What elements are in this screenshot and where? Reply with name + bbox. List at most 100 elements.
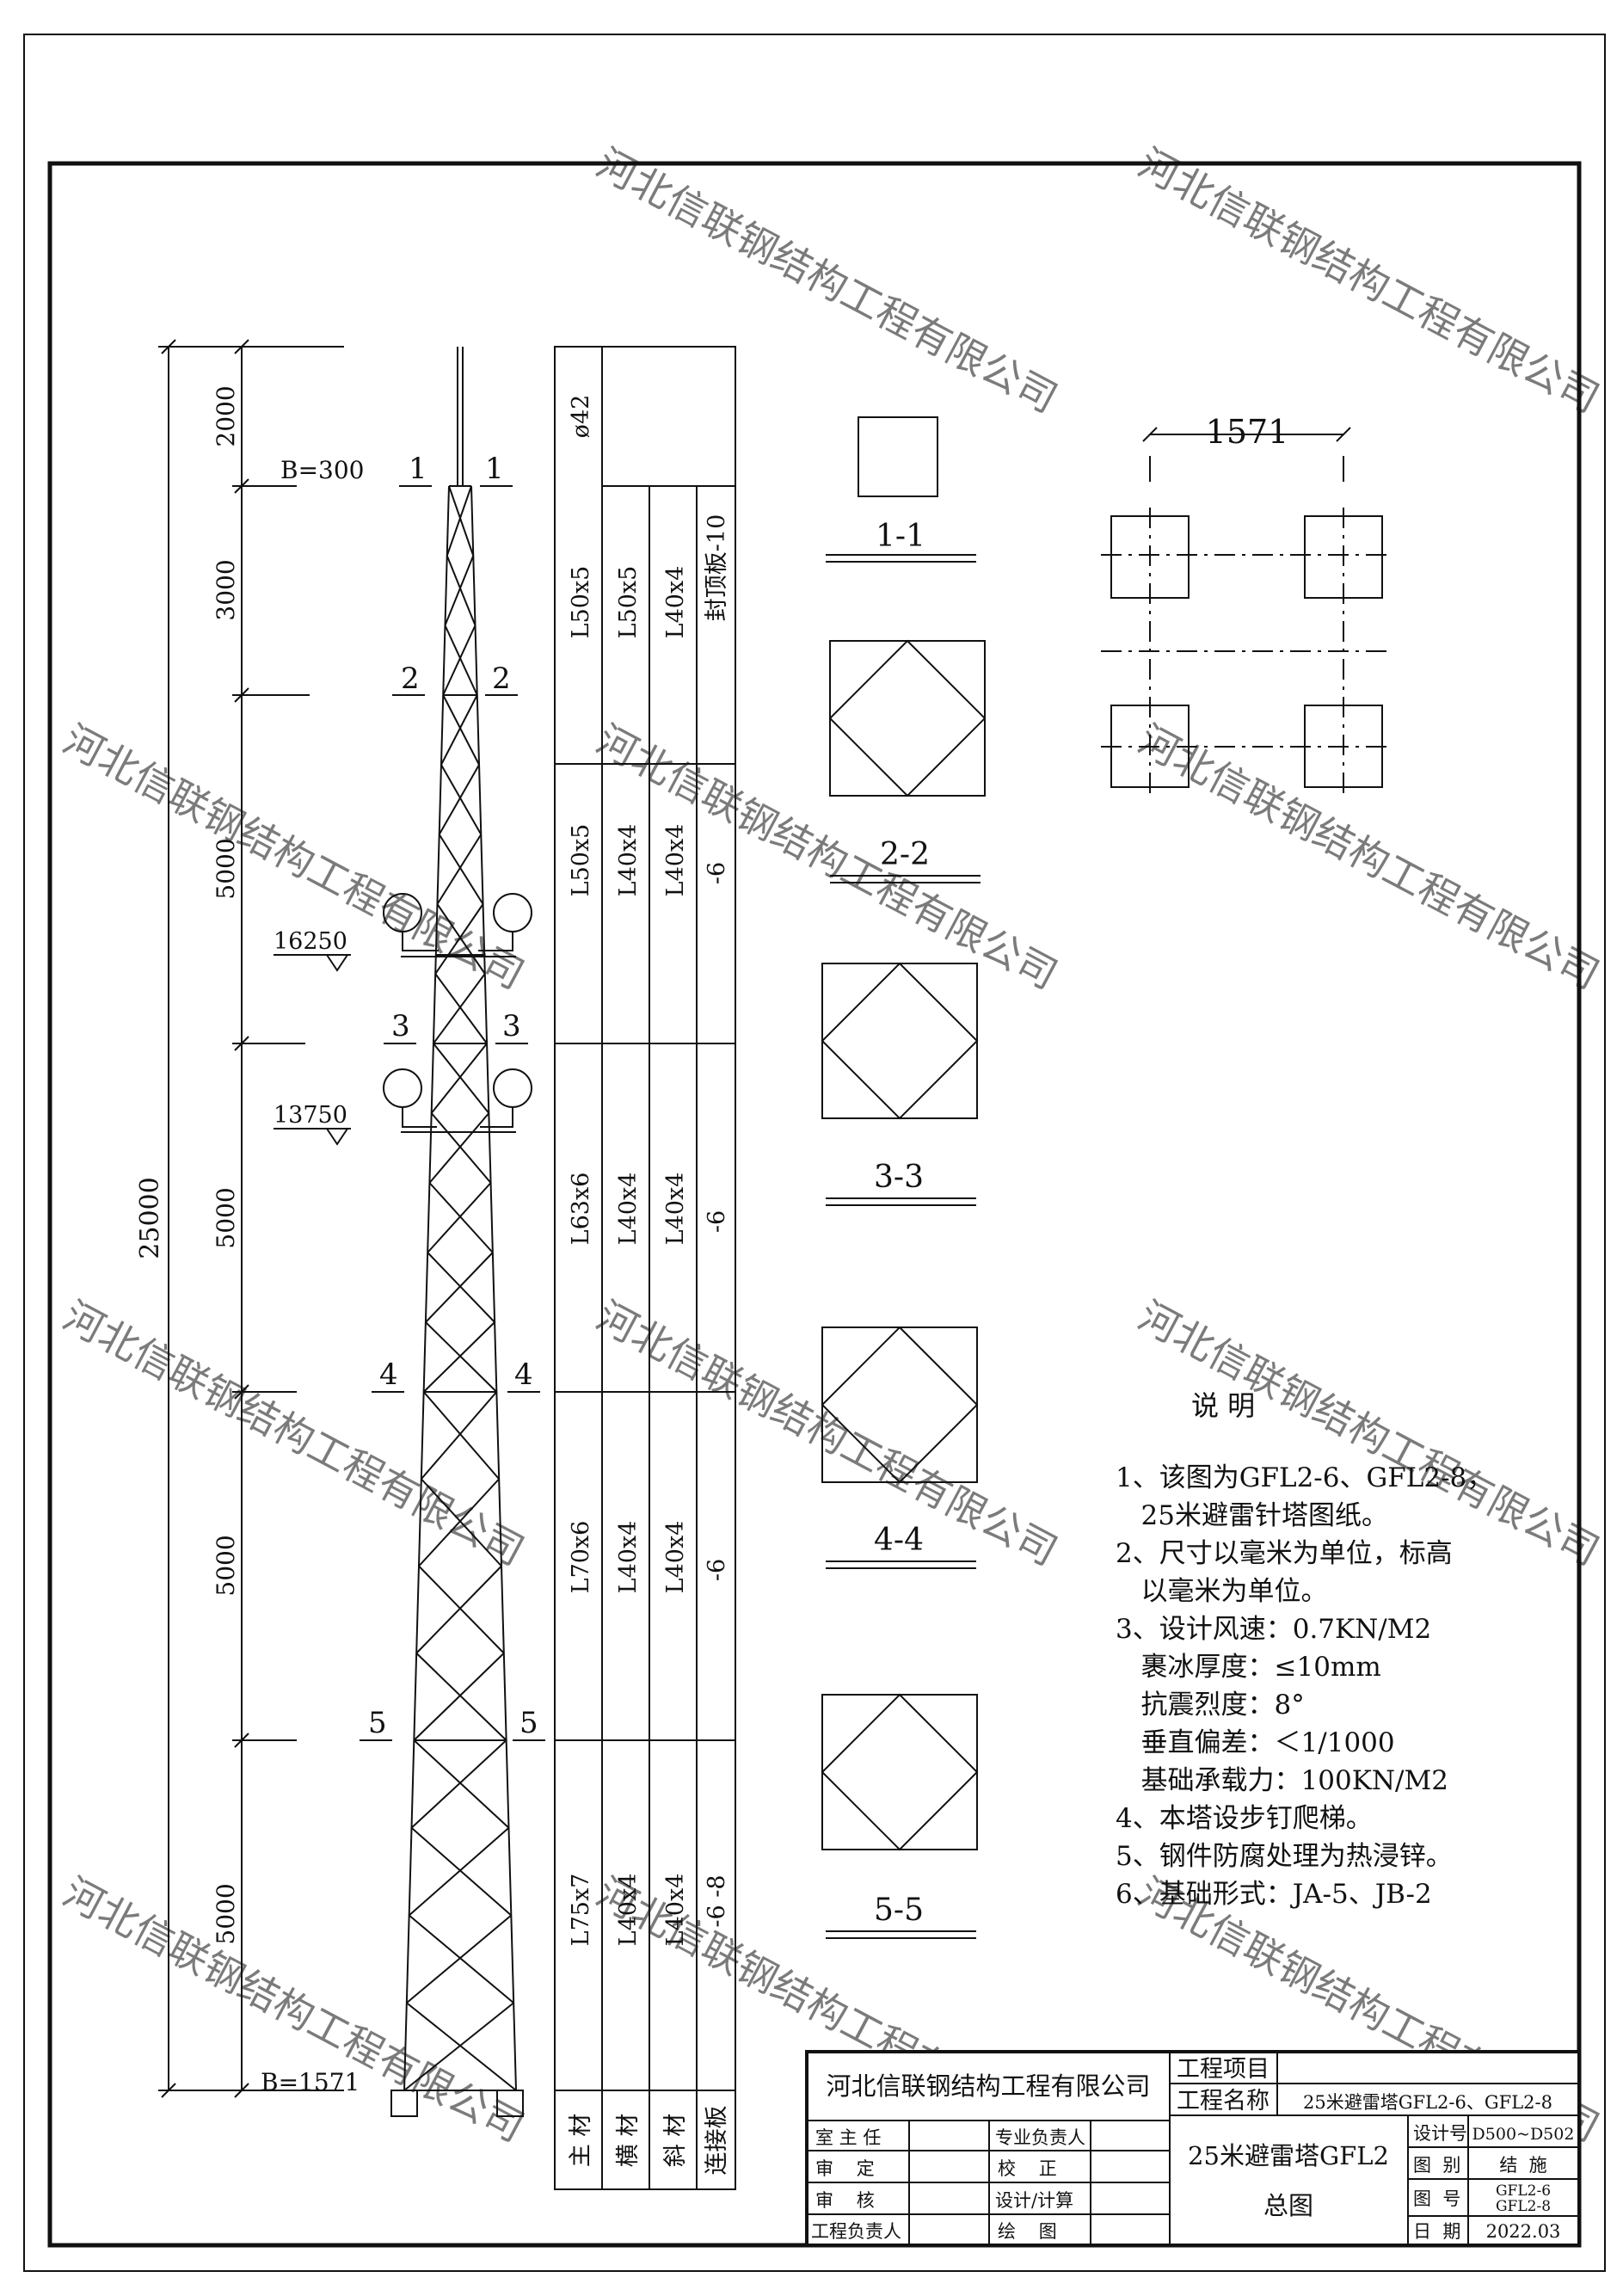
note-line: 3、设计风速：0.7KN/M2 — [1116, 1614, 1431, 1645]
diagonal-member: L40x4 — [662, 1874, 689, 1947]
role-label: 绘 图 — [998, 2221, 1057, 2242]
role-label: 工程负责人 — [811, 2221, 901, 2242]
notes-block: 说 明 1、该图为GFL2-6、GFL2-8， 25米避雷针塔图纸。 2、尺寸以… — [1116, 1389, 1493, 1910]
cross-section-3 — [821, 962, 979, 1206]
table-header: 斜 材 — [662, 2114, 689, 2168]
tower-diagonal — [438, 764, 480, 835]
tower-diagonal — [410, 1739, 507, 1829]
cross-section-5 — [821, 1693, 979, 1939]
note-line: 4、本塔设步钉爬梯。 — [1116, 1803, 1373, 1834]
note-line: 2、尺寸以毫米为单位，标高 — [1116, 1538, 1453, 1569]
cross-section-4 — [821, 1326, 979, 1569]
tower-leg — [403, 485, 450, 2091]
section-mark-2-left: 2 — [401, 662, 420, 696]
tower-diagonal — [421, 1391, 498, 1480]
mast-spec: ø42 — [568, 395, 594, 439]
tower-diagonal — [446, 555, 476, 626]
note-line: 25米避雷针塔图纸。 — [1116, 1500, 1388, 1531]
section-label: 2-2 — [880, 837, 930, 872]
watermark: 河北信联钢结构工程有限公司 — [1131, 139, 1607, 422]
project-item-label: 工程项目 — [1177, 2056, 1270, 2083]
diagonal-member: L40x4 — [662, 824, 689, 897]
main-member: L50x5 — [568, 824, 594, 897]
project-name: 25米避雷塔GFL2-6、GFL2-8 — [1303, 2092, 1552, 2113]
tower-diagonal — [425, 1321, 498, 1393]
tower-diagonal — [444, 555, 475, 626]
tower-diagonal — [409, 1826, 510, 1917]
section-mark-4-left: 4 — [379, 1357, 398, 1392]
base-width-label: B=1571 — [261, 2068, 360, 2096]
tower-diagonal — [428, 1182, 494, 1253]
title-block — [805, 2050, 1581, 2247]
company-name: 河北信联钢结构工程有限公司 — [826, 2071, 1150, 2101]
tower-diagonal — [434, 973, 488, 1044]
tower-diagonal — [436, 834, 483, 905]
table-header: 连接板 — [704, 2106, 730, 2176]
main-member: L70x6 — [568, 1521, 594, 1594]
horizontal-member: L40x4 — [615, 1874, 642, 1947]
cross-section-2 — [828, 639, 987, 883]
main-member: L63x6 — [568, 1173, 594, 1246]
note-line: 基础承载力：100KN/M2 — [1116, 1765, 1448, 1796]
tower-elevation — [383, 347, 532, 2117]
note-line: 垂直偏差：＜1/1000 — [1116, 1727, 1395, 1758]
tower-diagonal — [403, 2002, 514, 2091]
tower-diagonal — [413, 1653, 505, 1741]
tower-diagonal — [418, 1565, 505, 1654]
table-header: 主 材 — [568, 2114, 594, 2168]
table-header: 横 材 — [615, 2114, 642, 2168]
sheet-inner-border — [47, 161, 1582, 2248]
section-label: 5-5 — [874, 1893, 924, 1928]
dimension-segment: 5000 — [212, 1883, 240, 1944]
tower-diagonal — [409, 1914, 514, 2004]
diagonal-member: L40x4 — [662, 1521, 689, 1594]
role-label: 室 主 任 — [815, 2127, 881, 2148]
section-mark-1-right: 1 — [485, 452, 504, 486]
tower-diagonal — [427, 1182, 492, 1253]
watermark: 河北信联钢结构工程有限公司 — [589, 139, 1065, 422]
tower-diagonal — [428, 1112, 490, 1184]
dimension-chain — [158, 339, 344, 2098]
watermark: 河北信联钢结构工程有限公司 — [1131, 716, 1607, 998]
horizontal-member: L50x5 — [615, 566, 642, 639]
role-label: 校 正 — [998, 2158, 1057, 2179]
note-line: 抗震烈度：8° — [1116, 1690, 1305, 1720]
tower-diagonal — [446, 485, 472, 557]
elevation-marker: 16250 — [274, 928, 351, 972]
design-no-label: 设计号 — [1413, 2123, 1467, 2144]
tower-diagonal — [430, 1043, 488, 1114]
note-line: 6、基础形式：JA-5、JB-2 — [1116, 1879, 1432, 1910]
role-label: 审 核 — [815, 2190, 875, 2211]
date-label: 日 期 — [1413, 2221, 1460, 2242]
elevation-value: 16250 — [274, 928, 347, 955]
tower-diagonal — [421, 1478, 502, 1567]
tower-diagonal — [406, 2002, 517, 2091]
tower-diagonal — [440, 764, 483, 835]
tower-diagonal — [406, 1914, 512, 2004]
section-mark-3-left: 3 — [391, 1009, 410, 1043]
drawing-no: GFL2-6 — [1496, 2182, 1551, 2200]
dimension-segment: 5000 — [212, 1535, 240, 1596]
section-mark-5-right: 5 — [519, 1706, 538, 1740]
tower-diagonal — [415, 1565, 502, 1654]
tower-diagonal — [438, 834, 484, 905]
horizontal-member: L40x4 — [615, 824, 642, 897]
cross-section-1 — [826, 416, 976, 563]
dimension-total: 25000 — [135, 1177, 165, 1259]
category: 结 施 — [1499, 2155, 1546, 2176]
elevation-value: 13750 — [274, 1102, 347, 1129]
role-label: 专业负责人 — [995, 2127, 1085, 2148]
top-width-label: B=300 — [280, 456, 364, 484]
tower-diagonal — [433, 1043, 490, 1114]
tower-leg — [470, 485, 517, 2091]
tower-diagonal — [444, 625, 478, 696]
horizontal-member: L40x4 — [615, 1173, 642, 1246]
connection-plate: -6 -8 — [704, 1874, 730, 1927]
section-label: 3-3 — [874, 1160, 924, 1195]
tower-diagonal — [410, 1826, 512, 1917]
section-mark-2-right: 2 — [492, 662, 511, 696]
tower-diagonal — [442, 694, 480, 766]
tower-diagonal — [442, 625, 476, 696]
drawing-title: 25米避雷塔GFL2 — [1188, 2141, 1389, 2170]
main-member: L50x5 — [568, 566, 594, 639]
